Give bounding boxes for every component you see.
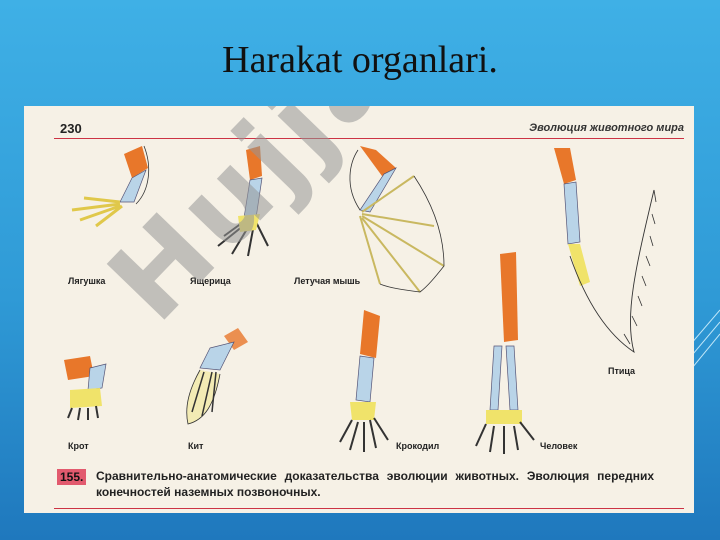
lizard-limb [217, 146, 269, 257]
header-divider [54, 138, 684, 139]
human-limb [475, 252, 535, 454]
figure-caption: Сравнительно-анатомические доказательств… [96, 469, 654, 499]
label-lizard: Ящерица [190, 276, 231, 286]
label-bat: Летучая мышь [294, 276, 361, 286]
limb-comparison-figure: 230 Эволюция животного мира [24, 106, 694, 513]
bird-limb [554, 148, 657, 354]
label-human: Человек [540, 441, 578, 451]
footer-divider [54, 508, 684, 509]
figure-number: 155. [57, 469, 87, 485]
whale-limb [186, 328, 248, 425]
slide-title: Harakat organlari. [222, 39, 498, 81]
limb-illustrations [64, 145, 657, 454]
page-number: 230 [60, 121, 82, 136]
label-bird: Птица [608, 366, 636, 376]
label-frog: Лягушка [68, 276, 106, 286]
label-crocodile: Крокодил [396, 441, 440, 451]
frog-limb [71, 145, 149, 228]
crocodile-limb [339, 310, 389, 452]
label-mole: Крот [68, 441, 89, 451]
mole-limb [64, 356, 107, 421]
label-whale: Кит [188, 441, 204, 451]
bat-limb [349, 146, 445, 293]
book-header: Эволюция животного мира [529, 122, 684, 134]
